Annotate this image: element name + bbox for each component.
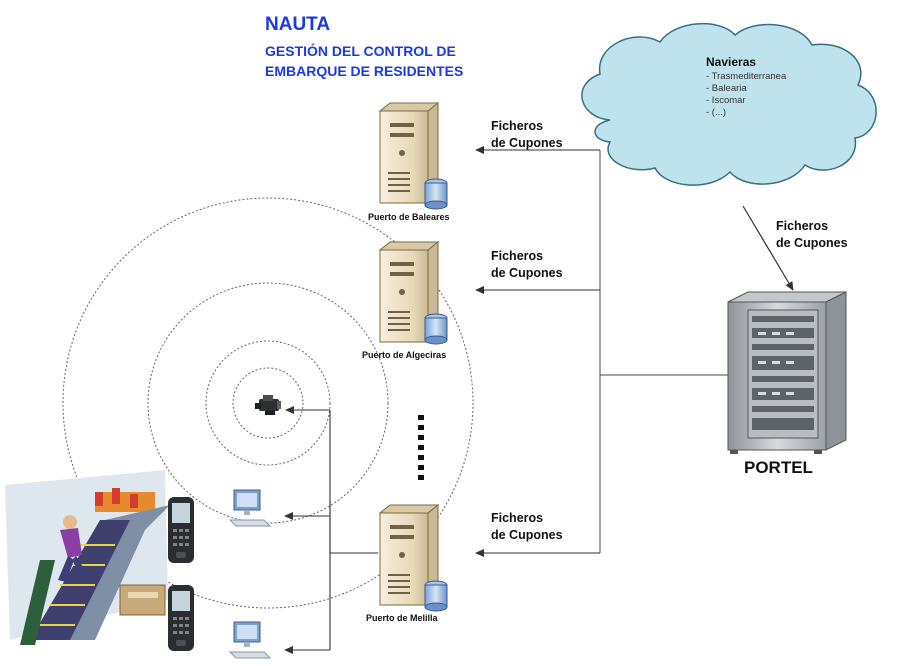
device-lines [284,406,378,654]
server-arrows [475,146,600,557]
subtitle-line-1: GESTIÓN DEL CONTROL DE [265,43,456,59]
page-subtitle: GESTIÓN DEL CONTROL DE EMBARQUE DE RESID… [265,41,565,81]
handheld-terminal-icon [168,585,194,651]
boarding-person-icon [5,470,170,645]
list-item: - Trasmediterranea [706,71,787,82]
list-item: - (...) [706,107,727,118]
coverage-circle-2 [205,340,331,466]
subtitle-line-2: EMBARQUE DE RESIDENTES [265,63,464,79]
coverage-circle-4 [62,197,474,609]
shipping-companies-list: - Trasmediterranea - Balearia - Iscomar … [706,71,786,119]
flow-label-line: Ficheros [491,119,544,133]
flow-label-line: de Cupones [491,528,563,542]
server-caption-algeciras: Puerto de Algeciras [362,350,447,360]
computer-icon [228,621,272,659]
flow-label-line: de Cupones [776,236,848,250]
coverage-circle-3 [147,282,389,524]
handheld-terminal-icon [168,497,194,563]
flow-label-line: de Cupones [491,266,563,280]
list-item: - Iscomar [706,95,746,106]
portel-server-icon [727,291,847,454]
flow-label-line: de Cupones [491,136,563,150]
flow-label-line: Ficheros [491,511,544,525]
page-title: NAUTA [265,14,331,35]
arrow-cloud-to-portel [742,205,794,291]
server-caption-baleares: Puerto de Baleares [368,212,450,222]
server-baleares-icon [378,101,448,210]
flow-label-melilla: Ficheros de Cupones [491,510,563,544]
cloud-label: Navieras - Trasmediterranea - Balearia -… [706,55,786,119]
server-caption-melilla: Puerto de Melilla [366,613,438,623]
flow-label-algeciras: Ficheros de Cupones [491,248,563,282]
portel-label: PORTEL [744,458,813,477]
list-item: - Balearia [706,83,747,94]
flow-label-line: Ficheros [776,219,829,233]
computer-icon [228,489,272,527]
more-servers-dots [418,415,424,480]
navieras-cloud [581,23,877,186]
ship-icon [255,395,281,415]
cloud-title: Navieras [706,55,757,69]
connector-lines [599,150,728,553]
flow-label-portel: Ficheros de Cupones [776,218,848,252]
coverage-circle-1 [232,367,304,439]
server-melilla-icon [378,503,448,612]
flow-label-baleares: Ficheros de Cupones [491,118,563,152]
server-algeciras-icon [378,240,448,345]
coverage-circles [62,197,474,609]
flow-label-line: Ficheros [491,249,544,263]
